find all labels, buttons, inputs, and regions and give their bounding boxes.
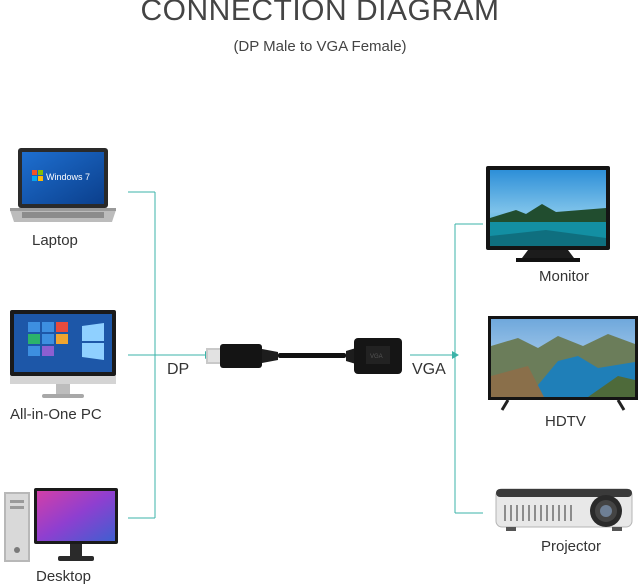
laptop-screen-text: Windows 7	[46, 172, 90, 182]
arrow-from-adapter	[452, 351, 459, 359]
source-label-laptop: Laptop	[32, 232, 78, 249]
display-label-projector: Projector	[541, 538, 602, 555]
svg-text:VGA: VGA	[370, 354, 383, 360]
laptop-icon: Windows 7	[8, 146, 118, 233]
desktop-icon	[4, 486, 120, 571]
adapter-output-label: VGA	[412, 361, 446, 378]
display-label-hdtv: HDTV	[545, 413, 586, 430]
diagram-title: CONNECTION DIAGRAM	[140, 0, 500, 27]
projector-icon	[494, 483, 638, 540]
display-label-monitor: Monitor	[539, 268, 590, 285]
diagram-subtitle: (DP Male to VGA Female)	[233, 38, 407, 55]
adapter-input-label: DP	[167, 361, 190, 378]
source-label-desktop: Desktop	[36, 568, 92, 585]
dp-to-vga-adapter-icon: VGA	[206, 334, 406, 385]
all-in-one-pc-icon	[8, 308, 118, 405]
monitor-icon	[486, 166, 610, 269]
source-label-all-in-one-pc: All-in-One PC	[10, 406, 102, 423]
hdtv-icon	[488, 316, 638, 417]
